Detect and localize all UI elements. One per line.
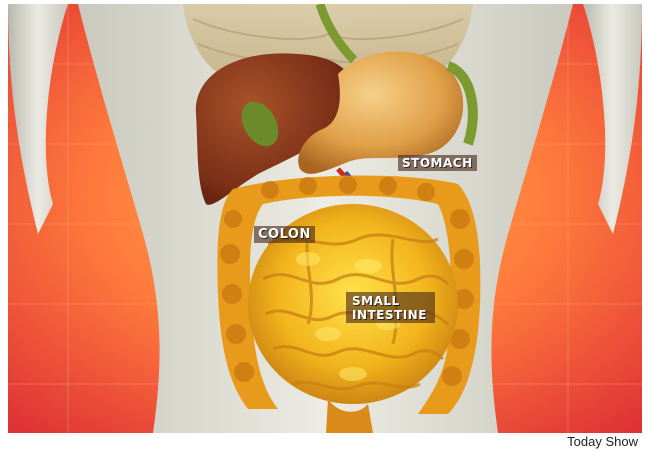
stomach-label: STOMACH <box>398 155 477 171</box>
image-credit: Today Show <box>567 434 638 449</box>
small-intestine-label-line1: SMALL <box>352 294 427 308</box>
small-intestine-label: SMALL INTESTINE <box>346 292 435 323</box>
digestive-system-drawing <box>8 4 642 433</box>
small-intestine-label-line2: INTESTINE <box>352 308 427 322</box>
anatomy-illustration: STOMACH COLON SMALL INTESTINE <box>8 4 642 433</box>
colon-label: COLON <box>254 226 315 243</box>
